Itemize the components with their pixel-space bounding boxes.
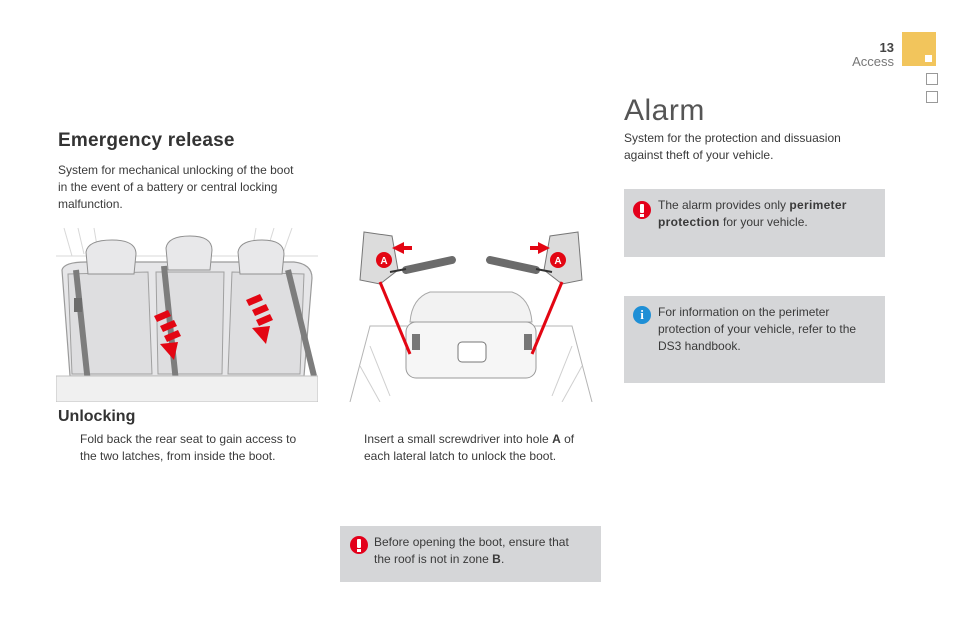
section-tab[interactable] bbox=[902, 32, 936, 66]
section-tab-empty[interactable] bbox=[926, 91, 938, 103]
alarm-intro: System for the protection and dissuasion… bbox=[624, 131, 841, 162]
alarm-warning-text: The alarm provides only perimeter protec… bbox=[658, 198, 847, 229]
tab-dot bbox=[925, 55, 932, 62]
alarm-warning-note: The alarm provides only perimeter protec… bbox=[624, 189, 885, 257]
warning-icon bbox=[350, 536, 368, 554]
section-title: Emergency release bbox=[58, 130, 235, 151]
zone-label: B bbox=[492, 552, 502, 566]
rear-seat-illustration bbox=[56, 226, 318, 402]
alarm-info-note: i For information on the perimeter prote… bbox=[624, 296, 885, 383]
section-tab-empty[interactable] bbox=[926, 73, 938, 85]
perimeter-protection-label: perimeter protection bbox=[658, 198, 847, 229]
boot-latch-illustration: A A bbox=[340, 226, 602, 402]
step-1-text: Fold back the rear seat to gain access t… bbox=[80, 432, 297, 463]
info-icon: i bbox=[633, 306, 651, 324]
step-2: Insert a small screwdriver into hole A o… bbox=[342, 431, 592, 471]
latch-label-right: A bbox=[554, 256, 561, 267]
step-2-text: Insert a small screwdriver into hole A o… bbox=[364, 432, 575, 463]
boot-warning-text: Before opening the boot, ensure that the… bbox=[374, 535, 569, 566]
alarm-info-text: For information on the perimeter protect… bbox=[658, 305, 857, 353]
latch-label-left: A bbox=[380, 256, 387, 267]
unlocking-subtitle: Unlocking bbox=[58, 408, 136, 425]
boot-warning-note: Before opening the boot, ensure that the… bbox=[340, 526, 601, 582]
step-1: Fold back the rear seat to gain access t… bbox=[58, 431, 308, 471]
page-number: 13 bbox=[879, 40, 894, 55]
alarm-title: Alarm bbox=[624, 94, 705, 127]
emergency-intro: System for mechanical unlocking of the b… bbox=[58, 163, 294, 211]
hole-label: A bbox=[552, 432, 561, 446]
section-name: Access bbox=[852, 54, 894, 69]
warning-icon bbox=[633, 201, 651, 219]
